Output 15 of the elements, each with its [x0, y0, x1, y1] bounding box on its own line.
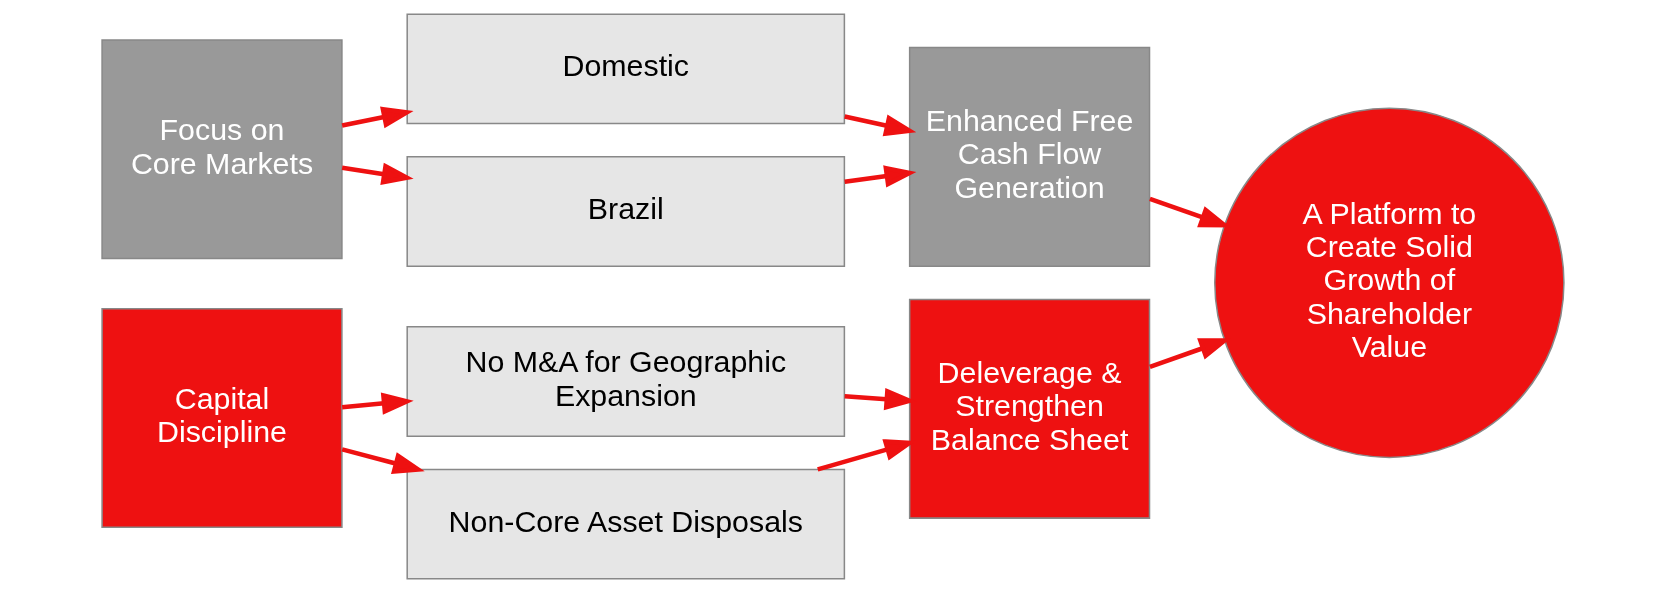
node-box: Non-Core Asset Disposals — [406, 468, 846, 580]
node-box: Capital Discipline — [101, 307, 343, 528]
arrow — [341, 392, 414, 415]
node-box: No M&A for Geographic Expansion — [406, 326, 846, 437]
node-box: Enhanced Free Cash Flow Generation — [908, 46, 1151, 267]
node-box: Deleverage & Strengthen Balance Sheet — [908, 298, 1151, 519]
arrow — [341, 447, 425, 474]
node-box: Domestic — [406, 13, 846, 125]
arrow — [844, 165, 917, 188]
arrow — [341, 106, 414, 129]
node-box: Brazil — [406, 156, 846, 267]
arrow — [844, 114, 917, 137]
arrow — [341, 162, 414, 185]
node-box: Focus on Core Markets — [101, 39, 343, 260]
node-circle: A Platform to Create Solid Growth of Shareholder Value — [1214, 107, 1565, 459]
